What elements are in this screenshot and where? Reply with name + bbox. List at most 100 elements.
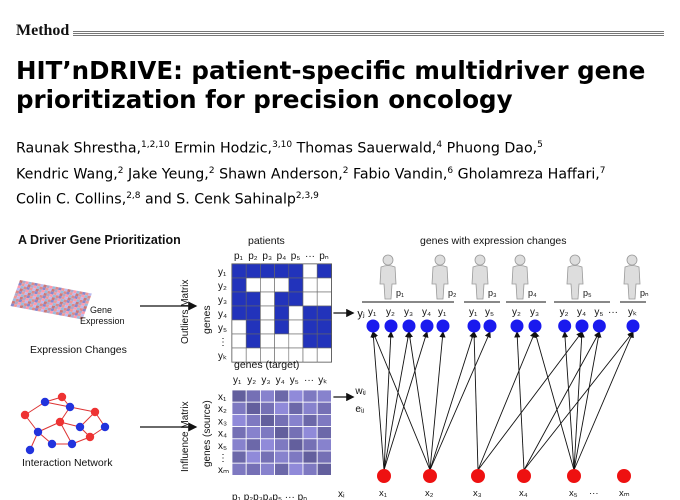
- influence-cell: [274, 401, 290, 415]
- outlier-cell: [316, 333, 332, 349]
- bipartite-edge: [383, 331, 429, 471]
- heatmap-cell: [20, 294, 25, 298]
- heatmap-cell: [17, 293, 22, 297]
- heatmap-cell: [29, 295, 34, 299]
- influence-cell: [316, 413, 332, 427]
- heatmap-cell: [68, 294, 73, 298]
- heatmap-cell: [34, 282, 38, 286]
- outlier-cell: [288, 333, 304, 349]
- author-name: Jake Yeung,: [123, 166, 209, 183]
- author-affiliation: 4: [436, 140, 443, 150]
- driver-node: [617, 469, 631, 483]
- heatmap-cell: [61, 304, 66, 308]
- influence-cell: [231, 413, 247, 427]
- outlier-row-label: y₅: [218, 323, 227, 334]
- heatmap-cell: [18, 290, 23, 295]
- heatmap-cell: [12, 298, 17, 302]
- heatmap-cell: [19, 296, 24, 300]
- heatmap-cell: [76, 315, 81, 319]
- driver-node: [567, 469, 581, 483]
- gene-node-label: y₁: [368, 307, 377, 318]
- patient-label: p₂: [448, 288, 457, 298]
- heatmap-cell: [57, 298, 62, 302]
- heatmap-cell: [40, 283, 44, 288]
- heatmap-cell: [31, 290, 36, 294]
- heatmap-cell: [72, 292, 76, 296]
- heatmap-cell: [11, 300, 16, 304]
- heatmap-cell: [51, 297, 56, 301]
- gene-node: [510, 319, 524, 333]
- heatmap-cell: [29, 287, 34, 291]
- bipartite-edge: [429, 331, 446, 471]
- heatmap-cell: [86, 295, 91, 299]
- influence-cell: [259, 413, 275, 427]
- heatmap-cell: [19, 305, 24, 309]
- influence-cell: [302, 438, 318, 452]
- heatmap-cell: [37, 308, 42, 312]
- influence-row-label: x₃: [218, 416, 227, 427]
- heatmap-cell: [76, 299, 81, 303]
- heatmap-cell: [35, 296, 40, 301]
- patient-silhouette: [379, 254, 397, 300]
- influence-cell: [302, 389, 318, 403]
- heatmap-cell: [55, 303, 60, 307]
- heatmap-cell: [68, 311, 73, 315]
- bipartite-edge: [471, 331, 479, 471]
- genes-target-label: genes (target): [234, 359, 299, 371]
- patient-silhouette: [471, 254, 489, 300]
- driver-node: [423, 469, 437, 483]
- outlier-row-label: y₄: [218, 309, 227, 320]
- heatmap-cell: [15, 298, 20, 302]
- heatmap-cell: [67, 297, 72, 301]
- influence-cell: [316, 462, 332, 476]
- driver-node: [377, 469, 391, 483]
- heatmap-cell: [51, 305, 56, 309]
- heatmap-cell: [15, 290, 20, 294]
- influence-cell: [245, 450, 261, 464]
- heatmap-cell: [83, 295, 88, 299]
- heatmap-cell: [74, 312, 79, 316]
- author-affiliation: 7: [599, 165, 606, 176]
- gene-node: [420, 319, 434, 333]
- heatmap-cell: [43, 309, 48, 313]
- heatmap-cell: [53, 300, 58, 304]
- outlier-cell: [245, 291, 261, 307]
- heatmap-cell: [31, 282, 35, 286]
- driver-node: [471, 469, 485, 483]
- heatmap-cell: [58, 295, 63, 299]
- outlier-cell: [316, 263, 332, 279]
- outlier-cell: [231, 263, 247, 279]
- heatmap-cell: [77, 304, 82, 309]
- network-node: [33, 427, 43, 437]
- heatmap-cell: [73, 306, 78, 311]
- heatmap-cell: [23, 303, 28, 307]
- heatmap-cell: [79, 316, 84, 320]
- heatmap-cell: [36, 294, 41, 298]
- heatmap-cell: [28, 290, 33, 294]
- patient-silhouette: [623, 254, 641, 300]
- outlier-cell: [316, 319, 332, 335]
- outlier-row-label: ⋮: [218, 337, 228, 348]
- gene-node: [626, 319, 640, 333]
- heatmap-cell: [22, 305, 27, 309]
- heatmap-cell: [74, 304, 79, 308]
- gene-node-label: y₁: [438, 307, 447, 318]
- author-affiliation: 6: [447, 165, 454, 176]
- heatmap-cell: [53, 291, 58, 296]
- heatmap-cell: [19, 280, 23, 284]
- heatmap-cell: [37, 300, 42, 304]
- title-line-2: prioritization for precision oncology: [16, 85, 513, 114]
- heatmap-cell: [47, 299, 52, 303]
- heatmap-cell: [22, 297, 27, 301]
- xi-label: xᵢ: [338, 489, 345, 500]
- heatmap-cell: [43, 284, 47, 288]
- heatmap-cell: [82, 300, 87, 304]
- heatmap-cell: [34, 291, 39, 295]
- heatmap-cell: [48, 296, 53, 300]
- heatmap-cell: [29, 304, 34, 308]
- author-affiliation: 2: [117, 165, 124, 176]
- heatmap-cell: [32, 296, 37, 300]
- influence-cell: [288, 438, 304, 452]
- driver-node-label: x₁: [379, 488, 387, 499]
- heatmap-cell: [83, 297, 87, 301]
